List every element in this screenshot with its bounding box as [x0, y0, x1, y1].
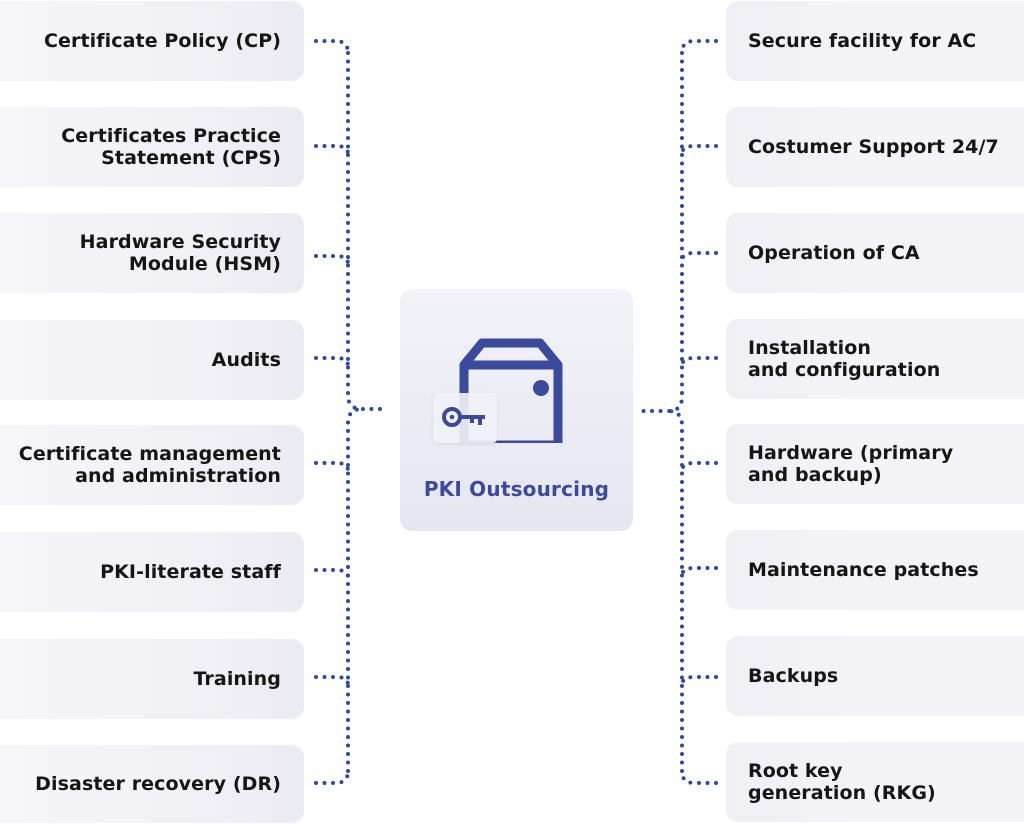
right-item-maintenance: Maintenance patches	[726, 530, 1024, 610]
item-label: Costumer Support 24/7	[748, 136, 999, 158]
left-item-cert-management: Certificate management and administratio…	[0, 425, 304, 505]
left-item-certificate-policy: Certificate Policy (CP)	[0, 1, 304, 81]
connector-right-0	[680, 39, 718, 55]
connector-left-4	[314, 461, 350, 473]
item-label: Secure facility for AC	[748, 30, 977, 52]
connector-right-5	[680, 566, 718, 578]
connector-right-4	[680, 461, 718, 473]
left-item-cps: Certificates Practice Statement (CPS)	[0, 107, 304, 187]
connector-left-trunk-bottom	[346, 407, 364, 773]
connector-right-1	[680, 144, 718, 156]
connector-left-7	[314, 769, 350, 785]
left-item-hsm: Hardware Security Module (HSM)	[0, 213, 304, 293]
key-badge	[433, 393, 497, 443]
connector-right-trunk-bottom	[666, 409, 684, 773]
connector-left-5	[314, 568, 350, 580]
key-icon	[442, 407, 485, 427]
left-item-pki-staff: PKI-literate staff	[0, 532, 304, 612]
right-item-secure-facility: Secure facility for AC	[726, 1, 1024, 81]
item-label: Audits	[211, 349, 281, 371]
right-item-operation-ca: Operation of CA	[726, 213, 1024, 293]
item-label: Backups	[748, 665, 839, 687]
item-label: Root key generation (RKG)	[748, 760, 936, 804]
item-label: Training	[193, 668, 281, 690]
connector-right-7	[680, 769, 718, 785]
item-label: Certificate Policy (CP)	[43, 30, 281, 52]
item-label: Disaster recovery (DR)	[35, 773, 281, 795]
item-label: Certificates Practice Statement (CPS)	[61, 125, 281, 169]
connector-right-trunk-top	[640, 51, 684, 413]
item-label: Certificate management and administratio…	[18, 443, 281, 487]
item-label: Maintenance patches	[748, 559, 979, 581]
connector-right-6	[680, 675, 718, 687]
right-item-root-key: Root key generation (RKG)	[726, 742, 1024, 822]
center-title: PKI Outsourcing	[423, 477, 610, 501]
connector-left-3	[314, 356, 350, 368]
right-item-backups: Backups	[726, 636, 1024, 716]
left-item-disaster-recovery: Disaster recovery (DR)	[0, 745, 304, 823]
item-label: Hardware Security Module (HSM)	[79, 231, 281, 275]
connector-left-1	[314, 144, 350, 156]
item-label: Hardware (primary and backup)	[748, 442, 954, 486]
connector-left-6	[314, 675, 350, 687]
right-item-hardware: Hardware (primary and backup)	[726, 424, 1024, 504]
item-label: Operation of CA	[748, 242, 920, 264]
server-drive-icon	[459, 338, 563, 443]
item-label: Installation and configuration	[748, 337, 941, 381]
center-hub-card: PKI Outsourcing	[400, 289, 633, 531]
connector-left-0	[314, 39, 350, 55]
connector-left-trunk-top	[346, 51, 390, 411]
right-item-installation: Installation and configuration	[726, 319, 1024, 399]
right-item-customer-support: Costumer Support 24/7	[726, 107, 1024, 187]
item-label: PKI-literate staff	[100, 561, 281, 583]
left-item-training: Training	[0, 639, 304, 719]
connector-right-3	[680, 356, 718, 368]
left-item-audits: Audits	[0, 320, 304, 400]
connector-left-2	[314, 254, 350, 266]
connector-right-2	[680, 251, 718, 263]
